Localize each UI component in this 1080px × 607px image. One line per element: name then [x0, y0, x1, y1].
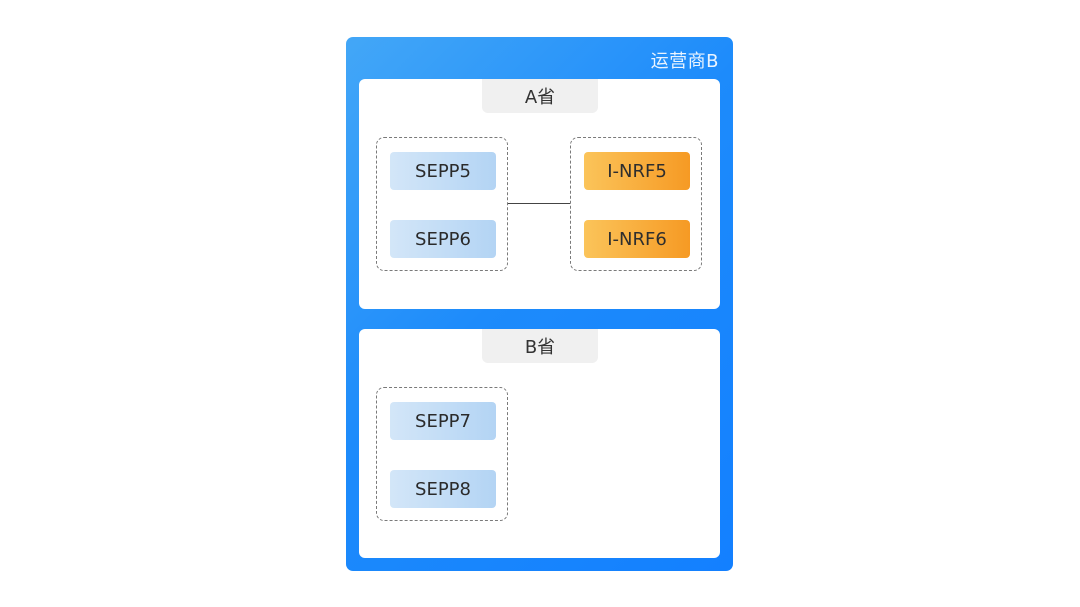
operator-b-container: 运营商B A省 SEPP5 SEPP6 I-NRF5 I-NRF6 B省 SEP…: [346, 37, 733, 571]
i-nrf5-node: I-NRF5: [584, 152, 690, 190]
sepp-nrf-connector: [508, 203, 570, 204]
province-b-panel: B省 SEPP7 SEPP8: [359, 329, 720, 558]
province-a-label: A省: [482, 79, 598, 113]
sepp6-node: SEPP6: [390, 220, 496, 258]
nrf-group-a: I-NRF5 I-NRF6: [570, 137, 702, 271]
sepp5-node: SEPP5: [390, 152, 496, 190]
province-b-label: B省: [482, 329, 598, 363]
i-nrf6-node: I-NRF6: [584, 220, 690, 258]
province-a-panel: A省 SEPP5 SEPP6 I-NRF5 I-NRF6: [359, 79, 720, 309]
sepp7-node: SEPP7: [390, 402, 496, 440]
operator-title: 运营商B: [650, 51, 719, 72]
sepp-group-a: SEPP5 SEPP6: [376, 137, 508, 271]
sepp8-node: SEPP8: [390, 470, 496, 508]
sepp-group-b: SEPP7 SEPP8: [376, 387, 508, 521]
